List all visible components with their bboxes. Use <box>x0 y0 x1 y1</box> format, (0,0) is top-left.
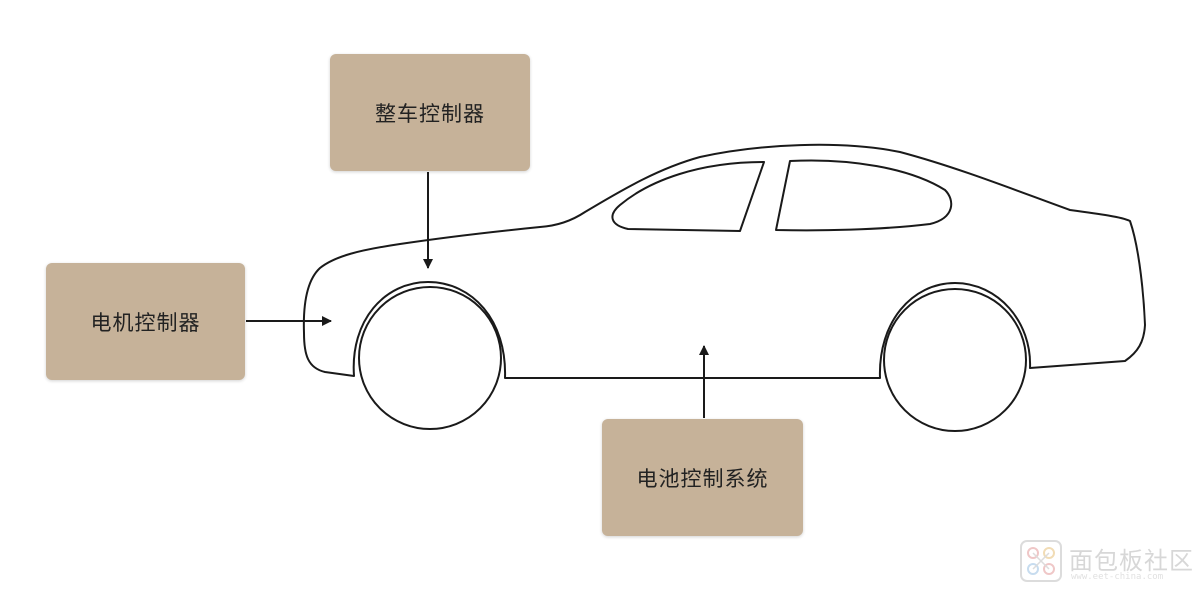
watermark: 面包板社区 www.eet-china.com <box>1019 539 1194 587</box>
vehicle-controller-box: 整车控制器 <box>330 54 530 171</box>
front-wheel-arch <box>352 280 507 379</box>
rear-window <box>775 159 953 232</box>
rear-wheel-arch <box>878 281 1032 379</box>
battery-management-label: 电池控制系统 <box>636 466 769 491</box>
watermark-text: 面包板社区 <box>1069 547 1194 575</box>
motor-controller-box: 电机控制器 <box>46 263 245 380</box>
watermark-url: www.eet-china.com <box>1071 572 1164 582</box>
battery-management-box: 电池控制系统 <box>602 419 803 536</box>
watermark-logo-icon <box>1020 540 1062 582</box>
vehicle-controller-label: 整车控制器 <box>375 101 485 126</box>
front-window <box>611 161 765 232</box>
rear-wheel <box>883 288 1027 432</box>
motor-controller-label: 电机控制器 <box>90 310 201 335</box>
front-wheel <box>358 286 502 430</box>
car-body-outline <box>302 143 1146 379</box>
